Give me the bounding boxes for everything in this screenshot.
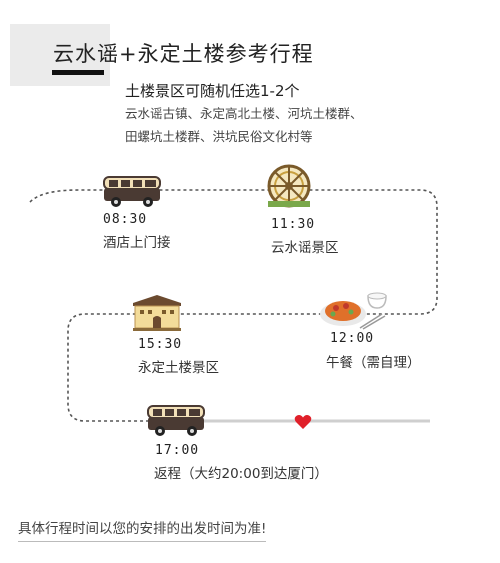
tulou-icon	[133, 295, 181, 331]
stop-place: 午餐（需自理）	[326, 355, 421, 371]
meal-icon	[320, 292, 387, 330]
stop-place: 返程（大约20:00到达厦门）	[154, 466, 328, 482]
waterwheel-icon	[267, 164, 311, 208]
header-decoration-block	[10, 24, 110, 86]
stop-place: 永定土楼景区	[138, 360, 219, 376]
footer-note: 具体行程时间以您的安排的出发时间为准!	[18, 517, 267, 542]
page-title: 云水谣+永定土楼参考行程	[53, 42, 314, 66]
stop-time: 11:30	[271, 217, 316, 232]
stop-time: 15:30	[138, 337, 183, 352]
bus-icon	[147, 405, 205, 436]
description-line: 云水谣古镇、永定高北土楼、河坑土楼群、	[125, 106, 363, 121]
heart-icon	[294, 415, 312, 429]
bus-icon	[103, 176, 161, 207]
page-subtitle: 土楼景区可随机任选1-2个	[125, 82, 300, 100]
stop-time: 17:00	[155, 443, 200, 458]
stop-time: 12:00	[330, 331, 375, 346]
stop-place: 云水谣景区	[271, 240, 339, 256]
description-line: 田螺坑土楼群、洪坑民俗文化村等	[125, 129, 313, 144]
attractions-description: 云水谣古镇、永定高北土楼、河坑土楼群、 田螺坑土楼群、洪坑民俗文化村等	[125, 102, 455, 148]
title-underline	[52, 70, 104, 75]
stop-time: 08:30	[103, 212, 148, 227]
stop-place: 酒店上门接	[103, 235, 171, 251]
